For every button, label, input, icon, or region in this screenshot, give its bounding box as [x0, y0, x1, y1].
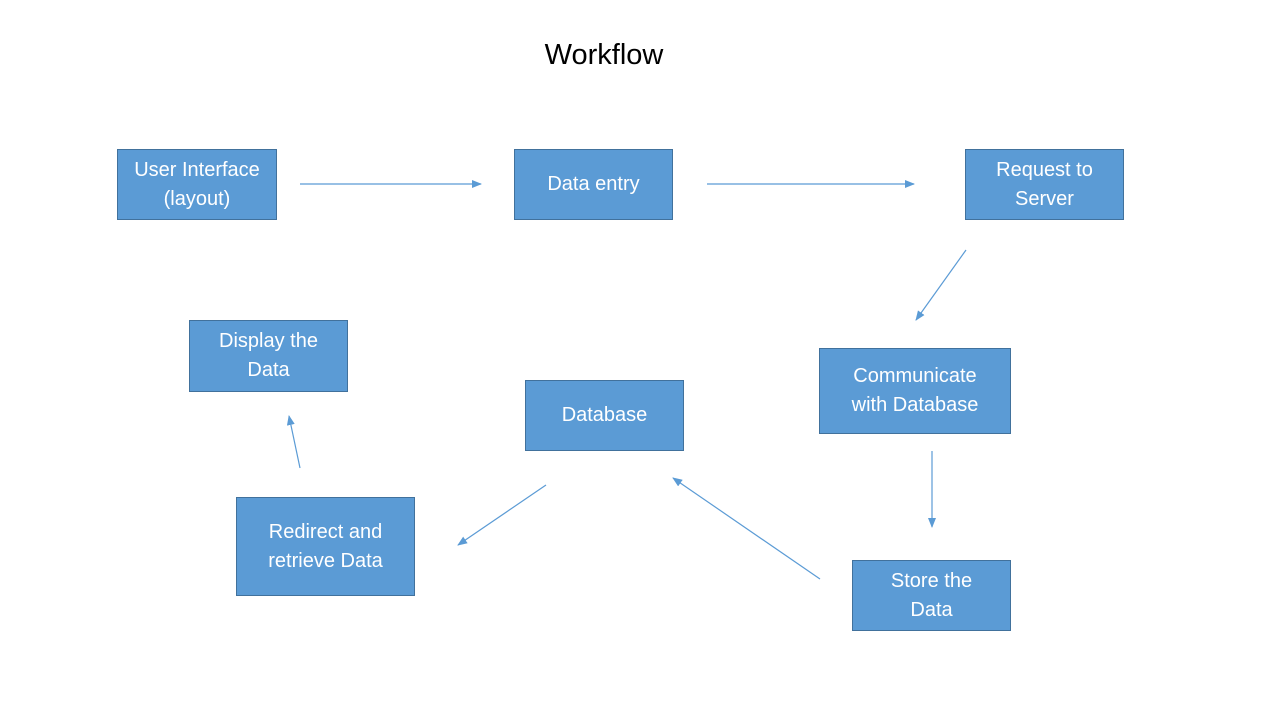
- arrow-database-to-redirect-and-retrieve: [457, 484, 547, 546]
- node-communicate-with-database-label: Communicate with Database: [851, 365, 979, 416]
- node-store-the-data-label: Store the Data: [890, 569, 973, 621]
- node-user-interface: User Interface (layout): [117, 149, 277, 220]
- node-database-label: Database: [561, 404, 648, 426]
- node-redirect-and-retrieve: Redirect and retrieve Data: [236, 497, 415, 596]
- node-display-the-data: Display the Data: [189, 320, 348, 392]
- node-display-the-data-label: Display the Data: [219, 330, 318, 381]
- diagram-title: Workflow: [544, 39, 664, 71]
- arrow-store-the-data-to-database: [672, 477, 821, 580]
- node-communicate-with-database: Communicate with Database: [819, 348, 1011, 434]
- node-data-entry-label: Data entry: [547, 173, 640, 195]
- node-request-to-server: Request to Server: [965, 149, 1124, 220]
- arrow-redirect-and-retrieve-to-display-the-data: [286, 415, 301, 469]
- node-user-interface-label: User Interface (layout): [134, 158, 260, 210]
- node-database: Database: [525, 380, 684, 451]
- node-redirect-and-retrieve-label: Redirect and retrieve Data: [268, 520, 383, 572]
- node-request-to-server-label: Request to Server: [996, 158, 1093, 210]
- node-data-entry: Data entry: [514, 149, 673, 220]
- node-store-the-data: Store the Data: [852, 560, 1011, 631]
- arrow-request-to-server-to-communicate-with-database: [915, 249, 967, 321]
